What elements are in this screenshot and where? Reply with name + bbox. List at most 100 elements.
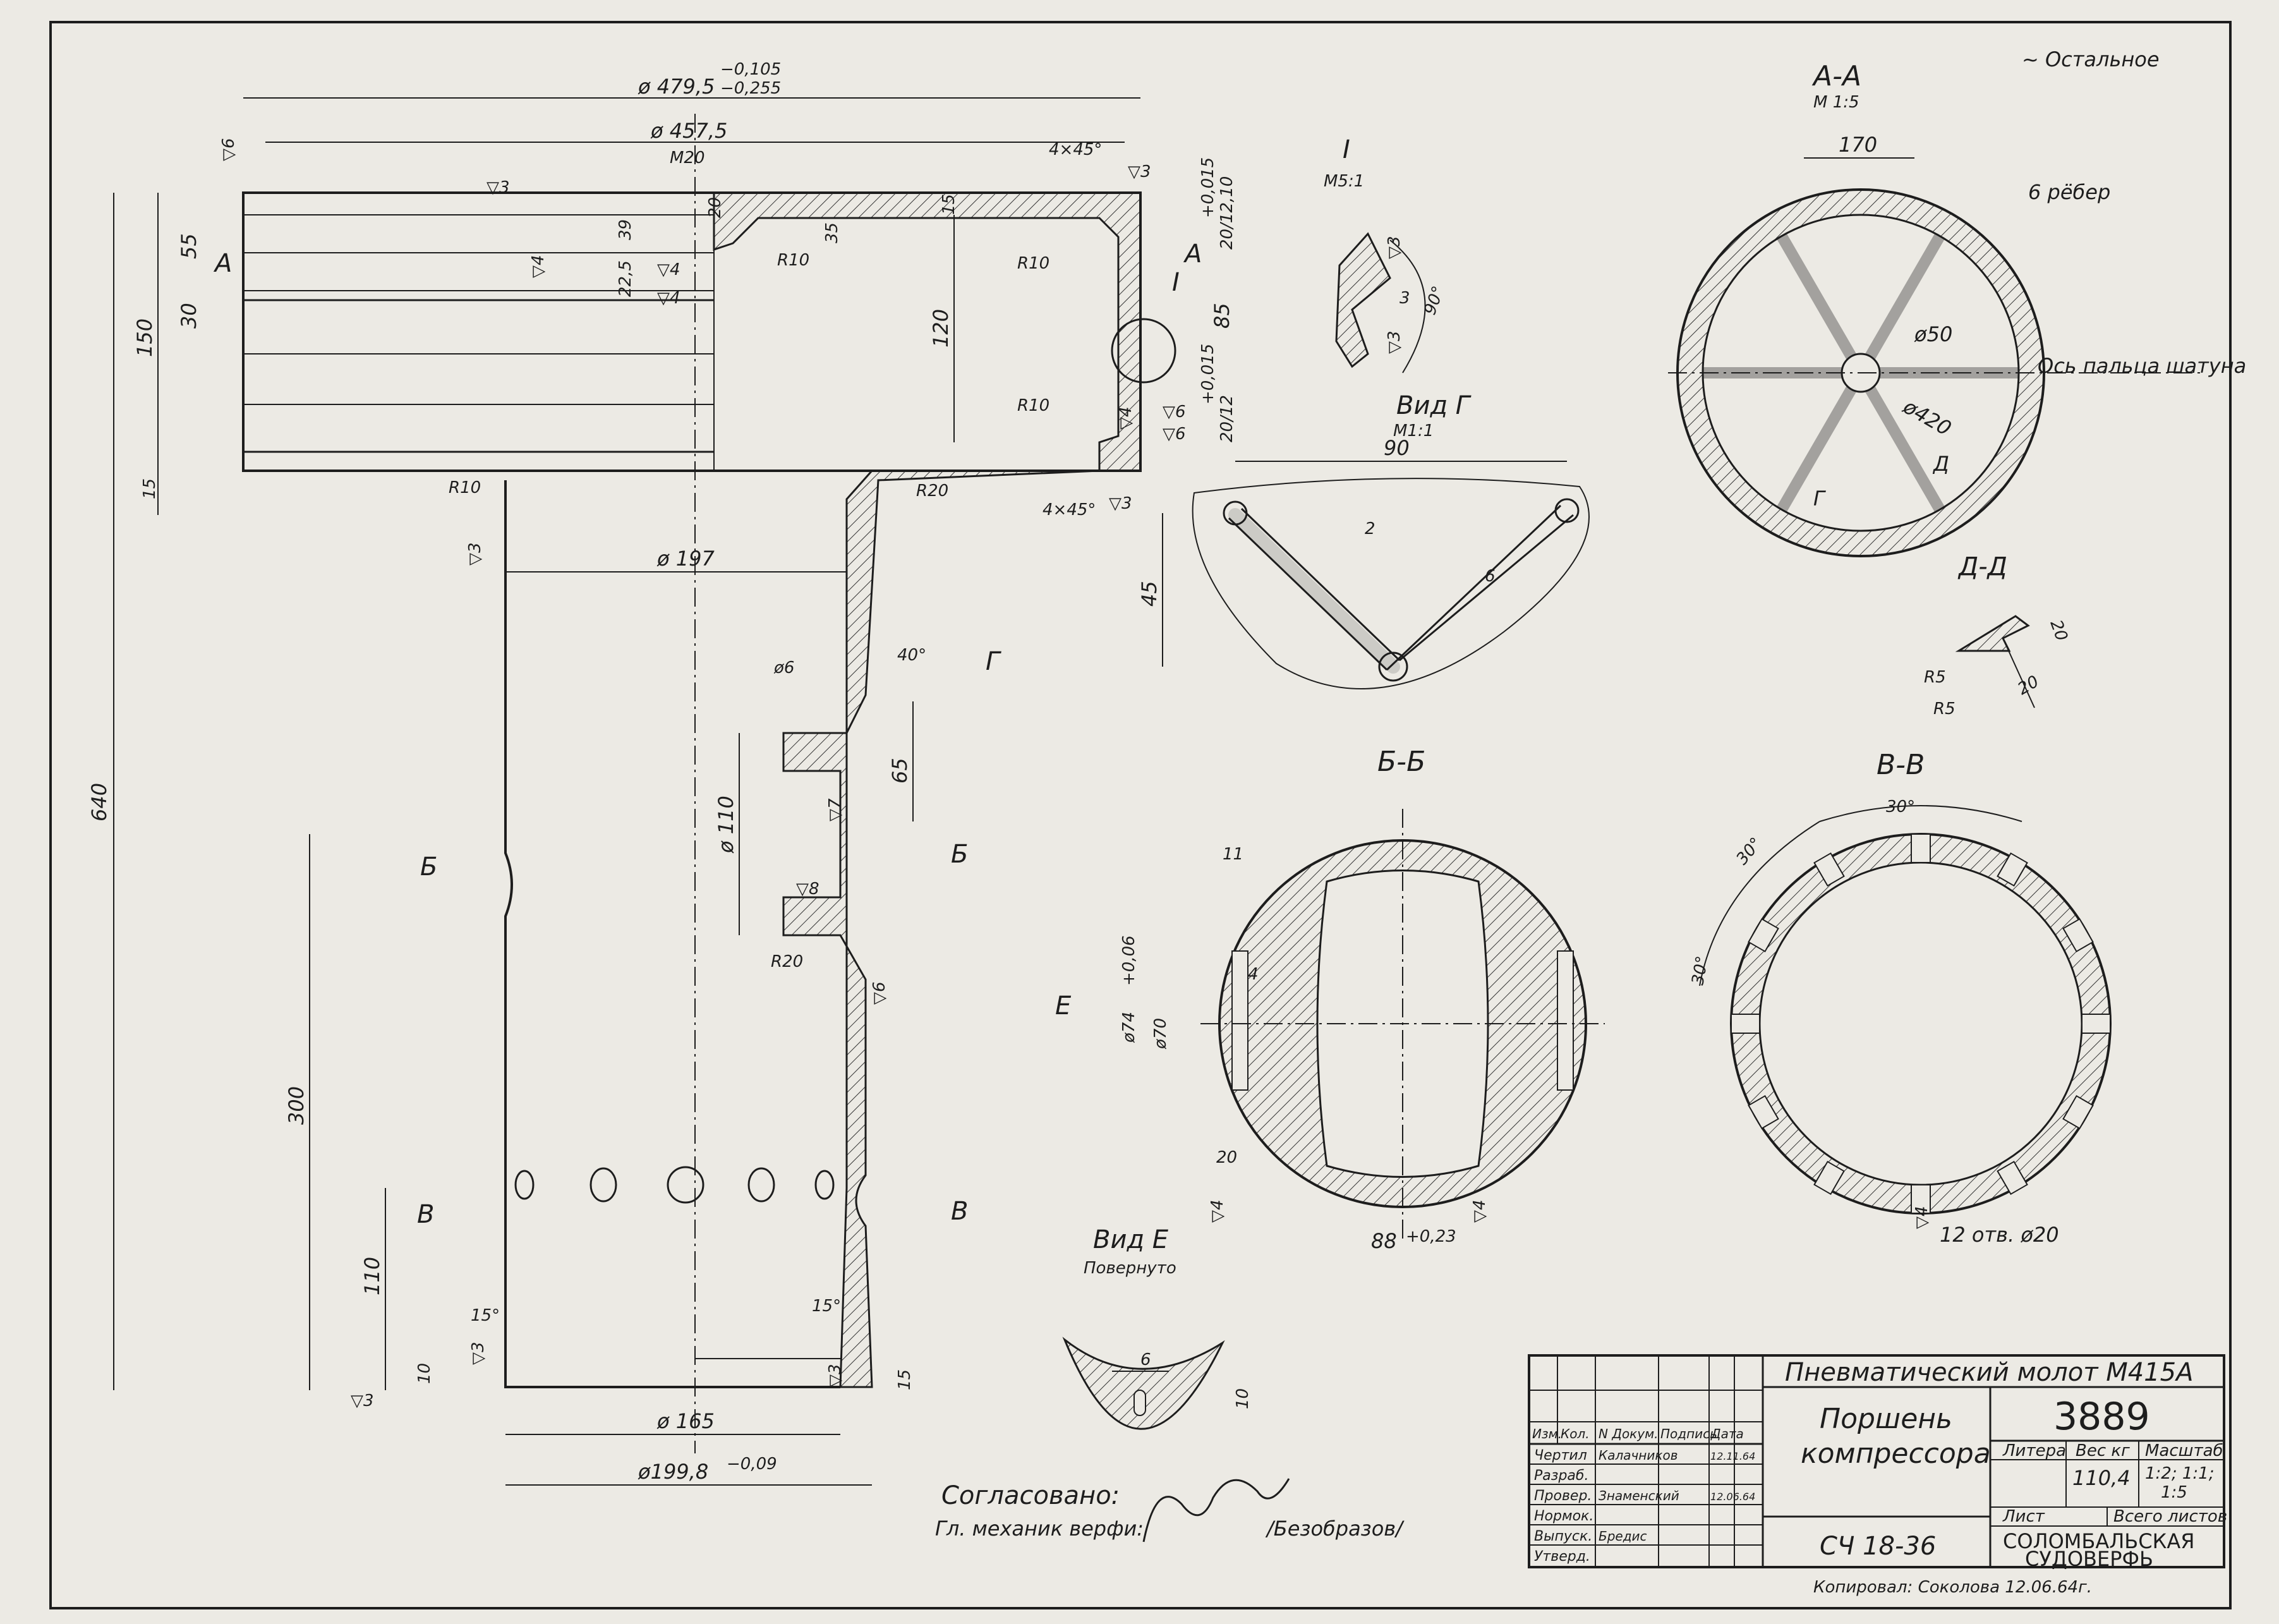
r10-c: R10 [1017,396,1049,415]
section-vv-a30-top: 30° [1886,797,1915,816]
ang15-r: 15° [812,1297,841,1316]
detail-i-dim3: 3 [1399,289,1410,308]
tb-name-0: Калачников [1599,1448,1678,1463]
approval-role: Гл. механик верфи: [935,1517,1144,1541]
view-g-marker: Г [986,647,1001,676]
approval-agreed: Согласовано: [941,1481,1120,1510]
dim-d6: ø6 [773,658,794,677]
section-bb-d70: ø70 [1151,1018,1170,1050]
section-dd-title: Д-Д [1957,552,2007,581]
dim-h15-left: 15 [140,478,159,499]
hole [589,1167,617,1203]
tb-rev-h1: Кол. [1561,1426,1590,1441]
tb-role-3: Нормок. [1534,1508,1593,1524]
detail-i-marker [1111,318,1176,384]
detail-i: I М5:1 3 90° ▽3 ▽3 [1324,135,1448,373]
mark-s4-a: ▽4 [529,255,548,278]
dim-h65: 65 [888,758,912,784]
tb-h-weight: Вес кг [2076,1441,2130,1460]
mark-s3-bl: ▽3 [469,1342,488,1365]
section-dd-d20a: 20 [2046,617,2071,643]
view-g-title: Вид Г [1396,391,1472,420]
crown-wall-hatch [713,191,1142,472]
mark-s8: ▽8 [796,880,819,899]
section-v-left: В [417,1200,434,1229]
section-bb-s4b: ▽4 [1470,1199,1489,1223]
section-vv-a30-mid: 30° [1732,834,1766,869]
tb-role-4: Выпуск. [1534,1529,1592,1544]
dim-h640: 640 [87,783,111,821]
section-bb-w20: 20 [1216,1148,1237,1167]
tb-part-line2: компрессора [1801,1438,1991,1470]
tb-rev-h4: Дата [1710,1426,1744,1441]
r20-a: R20 [916,482,948,500]
section-a-left: А [213,249,232,278]
dim-d110: ø 110 [714,796,738,854]
section-aa: А-А М 1:5 170 6 рёбер ø50 ø420 Ось пальц… [1668,60,2246,557]
view-e-d10: 10 [1233,1388,1252,1409]
section-dd: Д-Д R5 R5 20 20 [1924,552,2071,718]
section-bb-w11: 11 [1223,845,1243,864]
section-bb-w4: 4 [1248,965,1259,984]
hole [514,1170,535,1200]
tb-number: 3889 [2053,1395,2150,1439]
hole [747,1167,775,1203]
section-aa-axis: Ось пальца шатуна [2038,354,2246,378]
roughness-note: ~ Остальное [2022,47,2160,71]
dim-d197: ø 197 [656,547,715,571]
tb-date-0: 12.11.64 [1710,1450,1755,1462]
mark-s4-c: ▽4 [657,289,680,308]
tb-h-scale: Масштаб [2145,1441,2223,1460]
section-v-right: В [951,1197,968,1226]
dim-h30: 30 [177,303,201,329]
copied-note: Копировал: Соколова 12.06.64г. [1813,1578,2092,1597]
mark-s6-low: ▽6 [870,981,889,1005]
tb-material: СЧ 18-36 [1820,1532,1936,1561]
dim-chamfer-top: 4×45° [1049,140,1102,159]
mark-s3-mid: ▽3 [1109,494,1132,513]
r10-b: R10 [1017,254,1049,273]
section-dd-r5b: R5 [1933,700,1956,718]
outer-frame [49,21,2232,1609]
section-vv-title: В-В [1877,749,1925,781]
approval-signature [1142,1478,1290,1542]
dim-h35: 35 [823,222,842,243]
dim-h85: 85 [1210,303,1234,329]
section-vv: В-В 30° 30° 30° 12 отв. ø20 ▽4 [1688,749,2112,1247]
section-bb-d74-tol: +0,06 [1120,935,1139,986]
view-e-d6: 6 [1140,1350,1151,1369]
dim-h120: 120 [929,309,953,348]
dim-h110: 110 [360,1257,384,1295]
detail-i-ang: 90° [1420,284,1448,318]
section-aa-d50: ø50 [1914,322,1952,346]
dim-d199: ø199,8 [638,1460,708,1484]
view-g: Вид Г М1:1 90 45 2 6 [1137,391,1590,689]
view-g-scale: М1:1 [1393,421,1434,440]
mark-s7: ▽7 [826,798,845,821]
tb-rev-h3: Подпись [1660,1426,1717,1441]
skirt-wall-hatch [782,470,1100,1388]
section-aa-ribs: 6 рёбер [2028,180,2110,204]
mark-s6-top: ▽6 [219,138,238,161]
tb-org-line1: СОЛОМБАЛЬСКАЯ [2003,1529,2194,1553]
section-bb-s4a: ▽4 [1208,1199,1227,1223]
dim-chamfer-mid: 4×45° [1043,500,1096,519]
dim-d165: ø 165 [656,1409,715,1433]
title-block: Пневматический молот М415А Поршень компр… [1528,1354,2227,1571]
detail-i-label: I [1172,268,1180,297]
r10-a: R10 [777,251,809,270]
tb-role-5: Утверд. [1534,1549,1590,1565]
section-bb: Б-Б 11 4 ø74 +0,06 ø70 20 88 +0,23 ▽4 ▽4… [1055,746,1605,1253]
tol-dim-top: 20/12,10 [1218,176,1236,250]
dim-h20: 20 [706,197,725,218]
dim-h150: 150 [133,318,157,357]
tb-scales1: 1:2; 1:1; [2145,1464,2214,1483]
dim-d479-tol-bot: −0,255 [720,79,781,98]
detail-i-s3a: ▽3 [1385,236,1404,259]
section-aa-scale: М 1:5 [1813,93,1859,112]
section-bb-w88: 88 [1371,1229,1397,1253]
mark-s3-floor: ▽3 [351,1391,374,1410]
tb-role-0: Чертил [1534,1448,1587,1463]
ang40: 40° [897,646,926,665]
view-g-w90: 90 [1384,436,1410,460]
